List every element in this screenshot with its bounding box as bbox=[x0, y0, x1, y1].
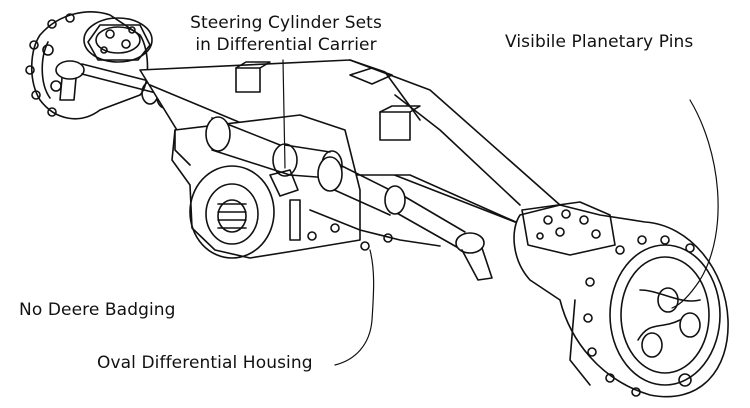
label-no-badging: No Deere Badging bbox=[19, 300, 176, 320]
right-wheel-hub bbox=[513, 201, 729, 398]
leader-lines bbox=[282, 59, 719, 366]
label-differential-housing: Oval Differential Housing bbox=[97, 353, 313, 373]
steering-cylinder-lower bbox=[317, 156, 493, 281]
leader-steering bbox=[282, 59, 286, 169]
label-steering-line2: in Differential Carrier bbox=[195, 35, 377, 55]
label-planetary-pins: Visibile Planetary Pins bbox=[505, 32, 694, 52]
label-steering-cylinder: Steering Cylinder Sets in Differential C… bbox=[186, 12, 386, 56]
label-steering-line1: Steering Cylinder Sets bbox=[190, 13, 382, 33]
leader-planetary bbox=[671, 99, 719, 309]
leader-housing bbox=[334, 249, 375, 366]
